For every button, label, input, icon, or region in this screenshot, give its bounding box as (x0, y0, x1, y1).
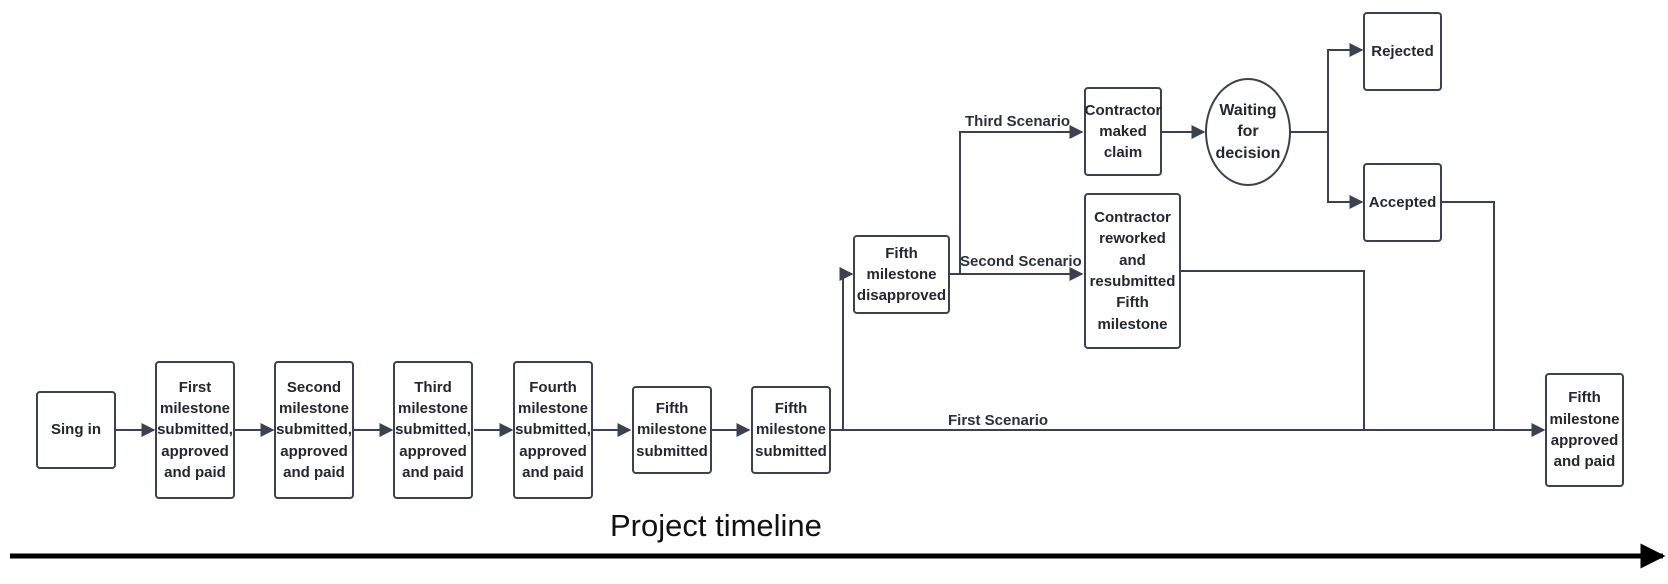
edge-waiting-accepted (1327, 132, 1364, 209)
second-scenario-label: Second Scenario (960, 253, 1082, 270)
third-milestone-node: Third milestone submitted, approved and … (393, 361, 473, 499)
second-milestone-node: Second milestone submitted, approved and… (274, 361, 354, 499)
third-scenario-label: Third Scenario (965, 113, 1071, 130)
rejected-node: Rejected (1363, 12, 1442, 91)
fifth-milestone-approved-node: Fifth milestone approved and paid (1545, 373, 1624, 487)
edge-accepted-merge (1442, 201, 1495, 430)
edge-waiting-rejected (1290, 43, 1364, 133)
fifth-milestone-disapproved-node: Fifth milestone disapproved (853, 235, 950, 314)
fifth-milestone-submitted-node: Fifth milestone submitted (632, 386, 712, 474)
project-timeline-label: Project timeline (610, 508, 822, 543)
sign-in-node: Sing in (36, 391, 116, 469)
edge-rework-merge (1181, 270, 1365, 430)
fourth-milestone-node: Fourth milestone submitted, approved and… (513, 361, 593, 499)
first-milestone-node: First milestone submitted, approved and … (155, 361, 235, 499)
accepted-node: Accepted (1363, 163, 1442, 242)
contractor-claim-node: Contractor maked claim (1084, 87, 1162, 176)
first-scenario-label: First Scenario (948, 412, 1049, 429)
fifth-milestone-submitted-2-node: Fifth milestone submitted (751, 386, 831, 474)
edge-m5b-disapproved (839, 267, 854, 430)
contractor-rework-node: Contractor reworked and resubmitted Fift… (1084, 193, 1181, 349)
waiting-for-decision-node: Waiting for decision (1205, 78, 1291, 186)
